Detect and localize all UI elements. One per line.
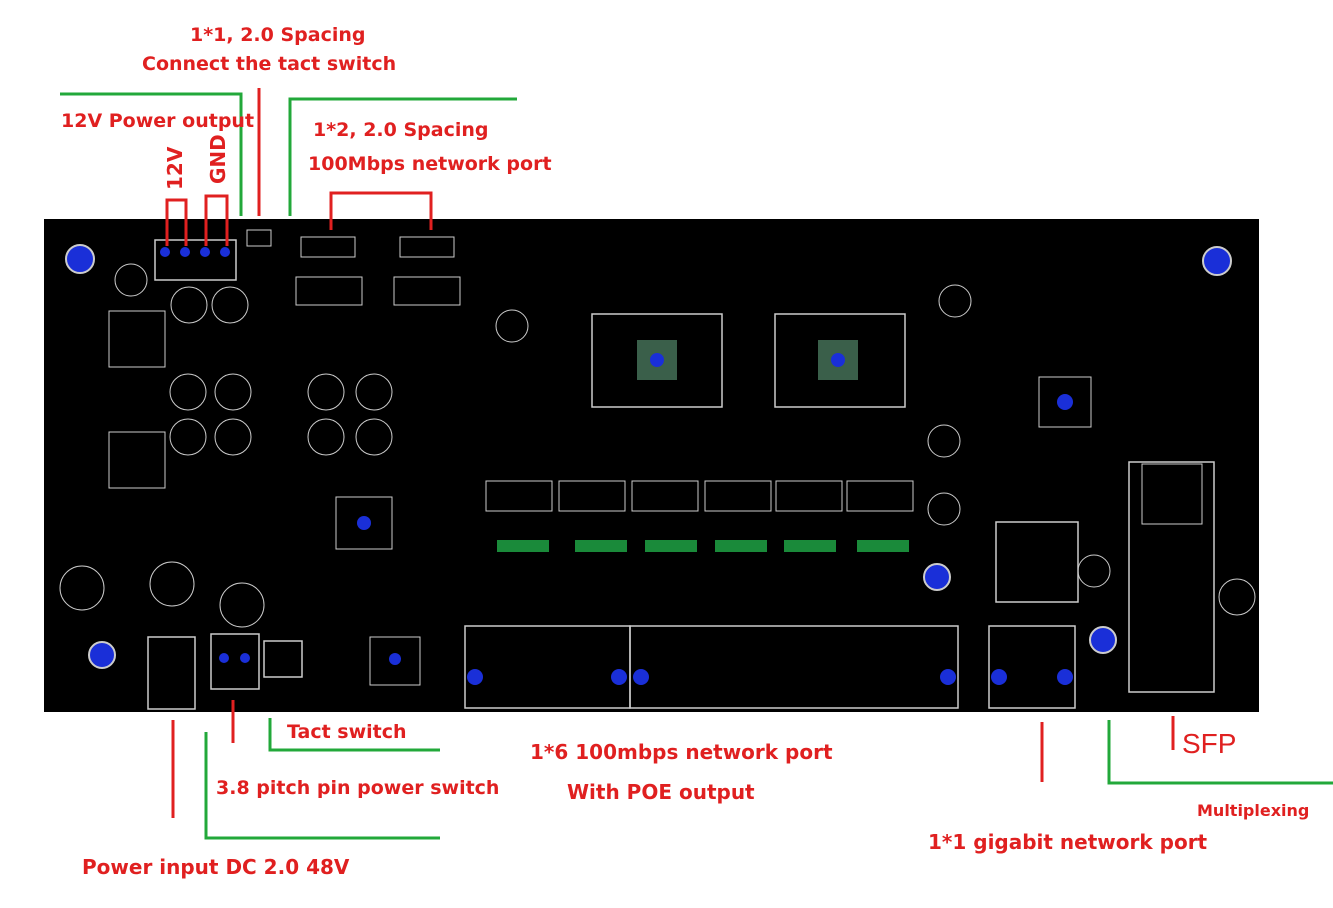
pcb-board — [44, 219, 1259, 712]
power-switch-header — [210, 633, 260, 690]
net-header-1 — [300, 236, 356, 258]
sfp-cage — [1128, 461, 1215, 693]
tact-connect-label: Connect the tact switch — [142, 53, 397, 75]
tact-spacing-label: 1*1, 2.0 Spacing — [190, 24, 366, 46]
tact-switch-label: Tact switch — [287, 721, 407, 743]
power-switch-label: 3.8 pitch pin power switch — [216, 777, 500, 799]
tact-switch-part — [263, 640, 303, 678]
power-output-label: 12V Power output — [61, 110, 255, 132]
mount-hole-br — [1089, 626, 1117, 654]
gigabit-port-label: 1*1 gigabit network port — [928, 830, 1208, 854]
tact-header — [246, 229, 272, 247]
rj45-gigabit — [988, 625, 1076, 709]
mount-hole-mid — [923, 563, 951, 591]
mount-hole-tl — [65, 244, 95, 274]
dc-jack — [147, 636, 196, 710]
rj45-block-2 — [629, 625, 959, 709]
pin-gnd-label: GND — [206, 134, 230, 184]
switch-chip-2 — [774, 313, 906, 408]
sfp-label: SFP — [1182, 728, 1237, 759]
power-out-header — [154, 239, 237, 281]
pin-12v-label: 12V — [163, 146, 187, 190]
poe-ports-label: 1*6 100mbps network port — [530, 740, 833, 764]
mount-hole-bl — [88, 641, 116, 669]
net-port-label: 100Mbps network port — [308, 153, 552, 175]
net-header-2 — [399, 236, 455, 258]
poe-output-label: With POE output — [567, 780, 755, 804]
switch-chip-1 — [591, 313, 723, 408]
multiplexing-label: Multiplexing — [1197, 801, 1310, 820]
mount-hole-tr — [1202, 246, 1232, 276]
net-spacing-label: 1*2, 2.0 Spacing — [313, 119, 489, 141]
power-input-label: Power input DC 2.0 48V — [82, 855, 350, 879]
pcb-layout — [59, 229, 1256, 710]
